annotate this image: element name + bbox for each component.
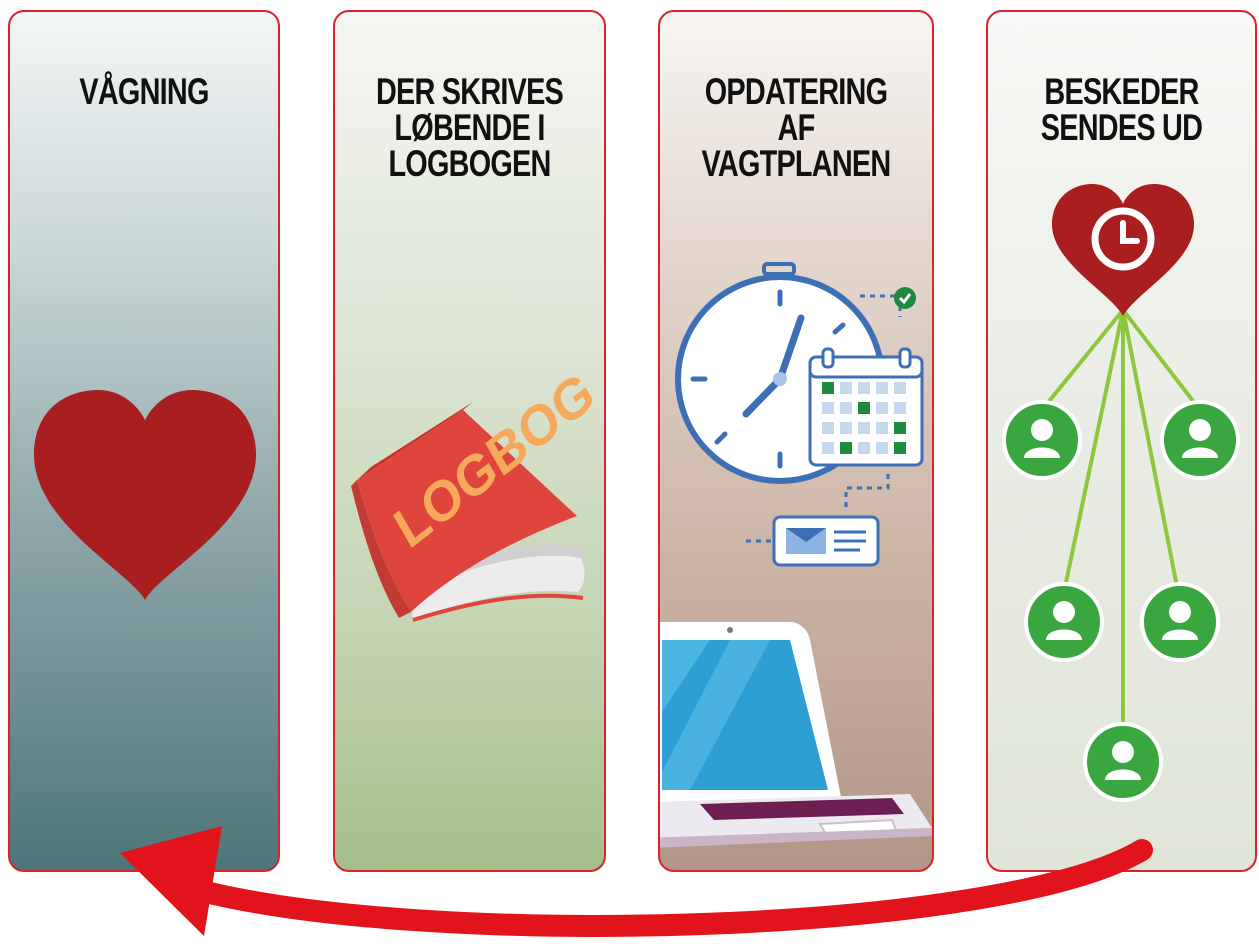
panel-vagtplan: OPDATERING AF VAGTPLANEN: [658, 10, 934, 872]
panel-beskeder: BESKEDER SENDES UD: [986, 10, 1257, 872]
panel-title: VÅGNING: [79, 71, 209, 112]
panel-title: OPDATERING AF VAGTPLANEN: [701, 71, 892, 184]
laptop-icon: [660, 622, 932, 848]
calendar-icon: [808, 287, 924, 467]
person-icon: [1160, 400, 1240, 480]
panel-title: DER SKRIVES LØBENDE I LOGBOGEN: [375, 71, 564, 184]
panel-title: BESKEDER SENDES UD: [1040, 71, 1203, 148]
logbook-icon: LOGBOG: [351, 361, 604, 622]
person-icon: [1140, 582, 1220, 662]
heart-icon: [33, 390, 257, 600]
person-icon: [1083, 722, 1163, 802]
heart-clock-icon: [1051, 184, 1195, 316]
person-icon: [1024, 582, 1104, 662]
panel-logbook: DER SKRIVES LØBENDE I LOGBOGEN LOGBOG: [333, 10, 606, 872]
connector-lines: [1040, 308, 1202, 732]
person-icon: [1002, 400, 1082, 480]
envelope-card-icon: [746, 474, 890, 567]
panel-vaagning: VÅGNING: [8, 10, 280, 872]
